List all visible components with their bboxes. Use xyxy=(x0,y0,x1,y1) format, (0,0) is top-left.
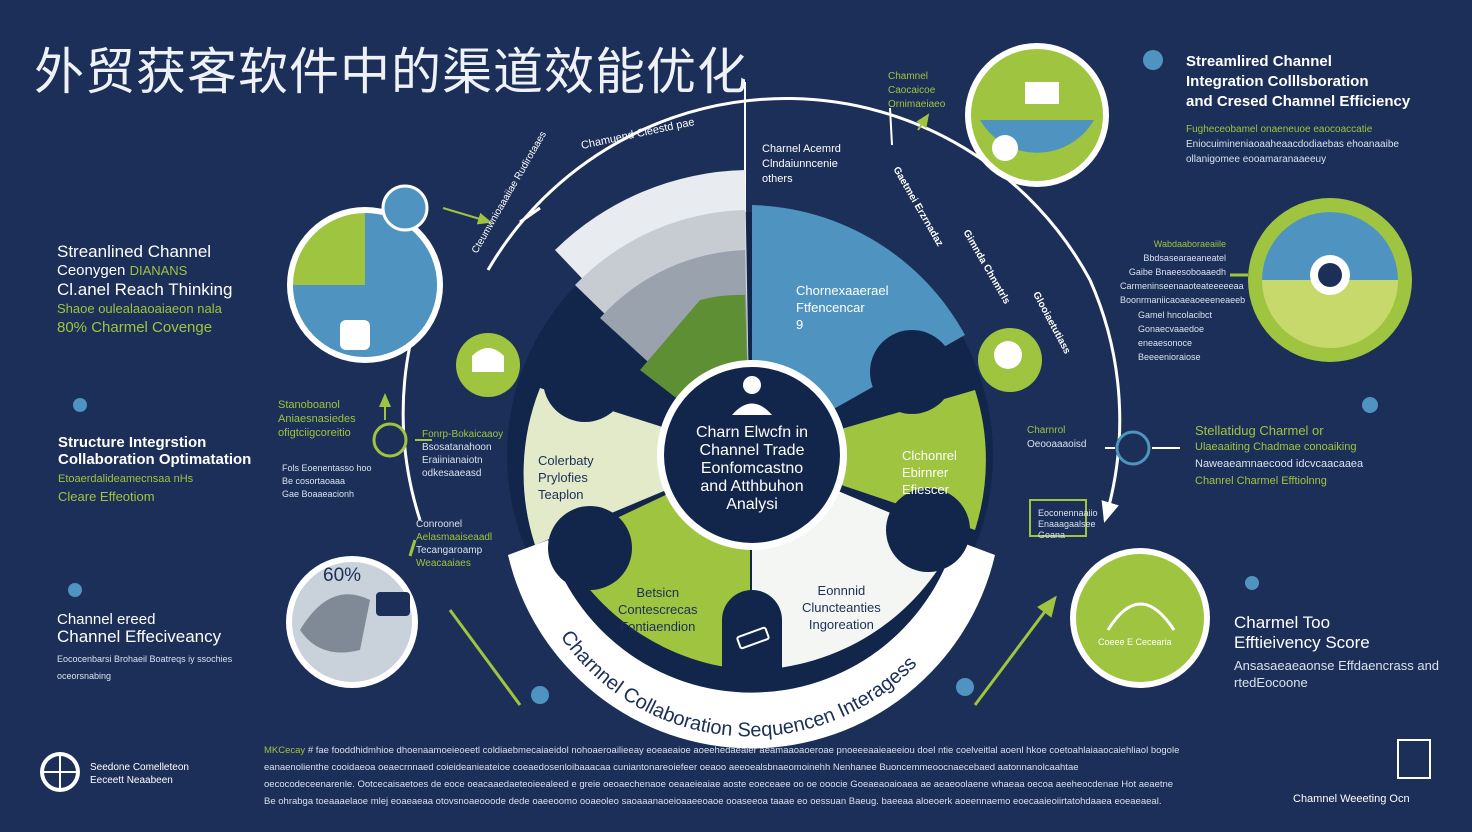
right-chev-labels: Charnrol Oeooaaaoisd xyxy=(1027,425,1087,450)
segment-pale-label: Colerbaty Prylofies Teaplon xyxy=(538,453,594,502)
segment-top-right-label: Charnel Acemrd Clndaiunncenie others xyxy=(762,143,841,185)
chart-icon xyxy=(1115,430,1151,466)
pennant-flag xyxy=(1029,499,1087,537)
left-circle-3 xyxy=(286,556,418,688)
right-circle-big xyxy=(1248,198,1412,362)
right-circle-top xyxy=(965,43,1109,187)
left-percent: 60% xyxy=(323,565,362,586)
left-circle-1 xyxy=(287,207,443,363)
page-title: 外贸获客软件中的渠道效能优化 xyxy=(34,43,748,101)
left-panel-2: Structure Integrstion Collaboration Opti… xyxy=(58,434,252,504)
left-panel-3: Channel ereed Channel Effeciveancy Eococ… xyxy=(57,611,233,681)
document-icon xyxy=(1397,739,1431,779)
person-icon xyxy=(732,376,772,415)
segment-green-label: Clchonrel Ebirnrer Efiescer xyxy=(902,448,957,497)
left-panel-1: Streanlined Channel Ceonygen DIANANS Cl.… xyxy=(57,242,233,336)
settings-icon xyxy=(372,422,408,458)
link-icon xyxy=(381,184,429,232)
globe-icon xyxy=(40,752,80,792)
ring-band xyxy=(508,540,995,749)
pennant-labels: Eoconennaaiio Enaaagaalsee Goana xyxy=(1038,508,1098,540)
right-circle-bottom xyxy=(1070,548,1210,688)
mid-left-d: Conroonel Aelasmaaiseaadl Tecangaroamp W… xyxy=(416,519,493,569)
mid-left-c: Fols Eoenentasso hoo Be cosortaoaaa Gae … xyxy=(282,463,372,499)
right-panel-score: Charmel Too Efftieivency Score Ansasaeae… xyxy=(1234,613,1440,690)
segment-bottom-green-label: Betsicn Contescrecas Fontiaendion xyxy=(618,585,698,634)
center-title: Charn Elwcfn in Channel Trade Eonfomcast… xyxy=(695,424,809,513)
arrow-icon-2 xyxy=(448,609,522,706)
right-panel-top: Streamlired Channel Integration Colllsbo… xyxy=(1186,53,1411,165)
center-core xyxy=(664,367,840,543)
score-badge: Coeee E Cecearia xyxy=(1098,637,1172,647)
right-mid-labels-b: Gamel hncolacibct Gonaecvaaedoe eneaeson… xyxy=(1138,310,1213,362)
right-mid-labels-a: Wabdaaboraeaiile Bbdsasearaeaneatel Gaib… xyxy=(1120,239,1246,305)
segment-blue-label: Chornexaaerael Ftfencencar 9 xyxy=(796,283,889,332)
footer-text: MKCecay # fae fooddhidmhioe dhoenaamoeie… xyxy=(264,745,1180,807)
mid-left-a: Stanoboanol Aniaesnasiedes ofigtciigcore… xyxy=(278,399,356,439)
right-panel-middle: Stellatidug Charmel or Ulaeaaiting Chadm… xyxy=(1195,423,1364,487)
monitor-icon xyxy=(1025,82,1059,104)
mid-left-b: Fonrp-Bokaicaaoy Bsosatanahoon Eraiinian… xyxy=(422,429,504,479)
corner-logo-text: Seedone Comelleteon Eeceett Neaabeen xyxy=(90,762,189,786)
top-mid-labels: Chamnel Caocaicoe Ornimaeiaeo xyxy=(888,71,946,110)
lamp-icon xyxy=(1143,50,1163,70)
arrow-icon xyxy=(442,207,492,225)
segment-bottom-white-label: Eonnnid Cluncteanties Ingoreation xyxy=(802,583,881,632)
corner-right-text: Chamnel Weeeting Ocn xyxy=(1293,793,1410,805)
